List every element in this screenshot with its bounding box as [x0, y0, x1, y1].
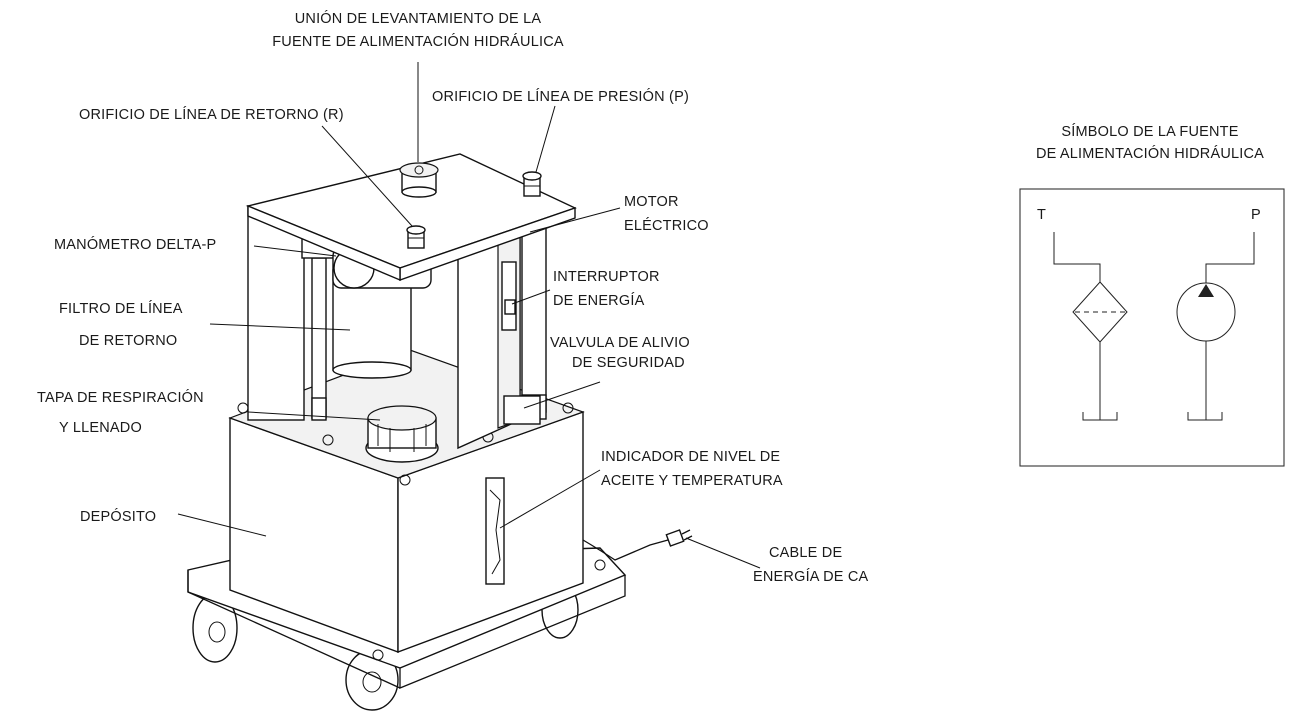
- cable-label-line1: CABLE DE: [769, 545, 842, 561]
- callout-labels: UNIÓN DE LEVANTAMIENTO DE LA FUENTE DE A…: [37, 10, 869, 585]
- level-gauge-label-line2: ACEITE Y TEMPERATURA: [601, 473, 783, 489]
- symbol-title-line2: DE ALIMENTACIÓN HIDRÁULICA: [1036, 145, 1264, 162]
- lift-joint-label-line1: UNIÓN DE LEVANTAMIENTO DE LA: [295, 10, 542, 27]
- cable-label-line2: ENERGÍA DE CA: [753, 568, 869, 585]
- pressure-port-fitting: [522, 171, 542, 197]
- switch-label-line2: DE ENERGÍA: [553, 292, 645, 309]
- breather-cap: [365, 405, 439, 463]
- power-cord: [582, 529, 693, 561]
- filter-symbol: [1053, 232, 1128, 421]
- hydraulic-symbol-panel: SÍMBOLO DE LA FUENTE DE ALIMENTACIÓN HID…: [1019, 123, 1285, 467]
- filter-label-line1: FILTRO DE LÍNEA: [59, 300, 183, 317]
- symbol-title-line1: SÍMBOLO DE LA FUENTE: [1061, 123, 1238, 140]
- power-unit-drawing: [177, 62, 761, 711]
- relief-valve-label-line2: DE SEGURIDAD: [572, 355, 685, 371]
- symbol-frame: [1019, 188, 1285, 467]
- lift-joint-label-line2: FUENTE DE ALIMENTACIÓN HIDRÁULICA: [272, 33, 564, 50]
- motor-label-line2: ELÉCTRICO: [624, 217, 709, 234]
- gauge-label: MANÓMETRO DELTA-P: [54, 236, 216, 253]
- breather-label-line2: Y LLENADO: [59, 420, 142, 436]
- relief-valve-label-line1: VALVULA DE ALIVIO: [550, 335, 690, 351]
- electric-motor: [457, 231, 541, 450]
- top-plate: [245, 153, 577, 282]
- leader-lines: [177, 62, 761, 569]
- return-port-fitting: [406, 225, 426, 249]
- switch-label-line1: INTERRUPTOR: [553, 269, 660, 285]
- port-t-label: T: [1037, 207, 1046, 223]
- breather-label-line1: TAPA DE RESPIRACIÓN: [37, 389, 204, 406]
- return-port-label: ORIFICIO DE LÍNEA DE RETORNO (R): [79, 106, 344, 123]
- filter-label-line2: DE RETORNO: [79, 333, 177, 349]
- motor-label-line1: MOTOR: [624, 194, 679, 210]
- lifting-eye: [399, 162, 439, 198]
- level-gauge-label-line1: INDICADOR DE NIVEL DE: [601, 449, 780, 465]
- reservoir-label: DEPÓSITO: [80, 508, 156, 525]
- pump-symbol: [1176, 232, 1255, 421]
- port-p-label: P: [1251, 207, 1261, 223]
- pressure-port-label: ORIFICIO DE LÍNEA DE PRESIÓN (P): [432, 88, 689, 105]
- oil-level-gauge: [485, 477, 505, 585]
